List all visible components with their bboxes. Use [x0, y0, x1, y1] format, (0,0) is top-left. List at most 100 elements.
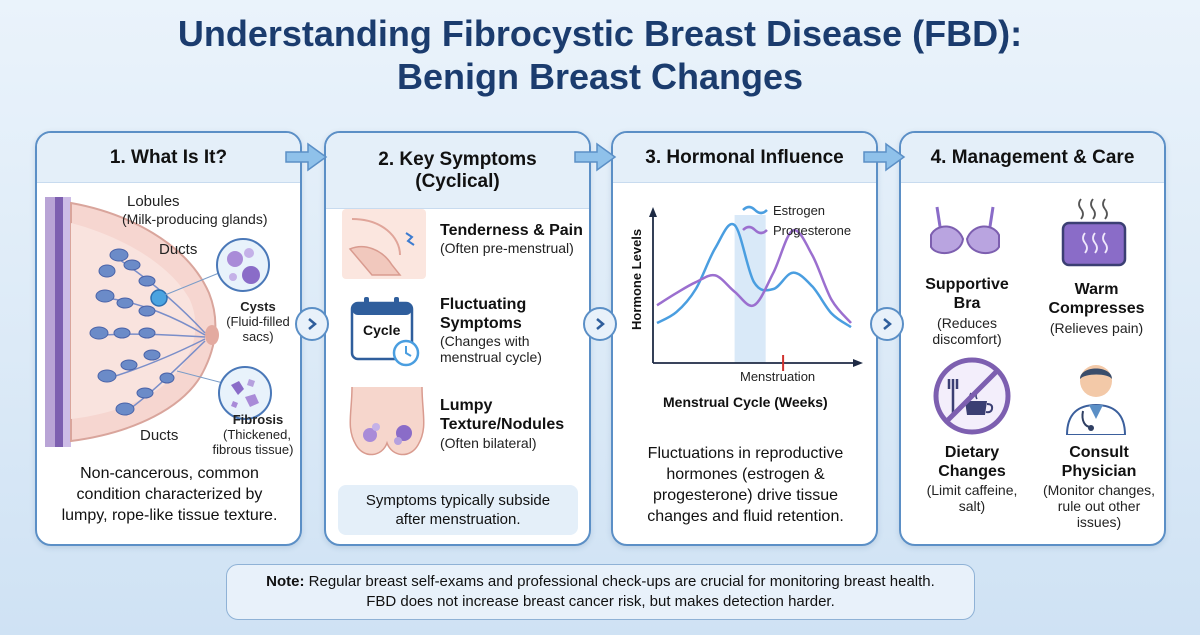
care-title: Supportive Bra [913, 275, 1021, 313]
care-title-line: Compresses [1048, 300, 1145, 317]
description-line: Non-cancerous, common [80, 465, 259, 482]
note-label: Note: [266, 573, 305, 590]
description-line: condition characterized by [76, 486, 263, 503]
care-desc-line: (Limit caffeine, [926, 482, 1018, 498]
arrow-right-icon [574, 142, 617, 172]
card-what-is-it: 1. What Is It? [35, 131, 302, 546]
care-desc-line: (Monitor changes, [1042, 482, 1156, 498]
next-chevron-button[interactable] [583, 307, 617, 341]
label-cysts-desc-2: sacs) [242, 329, 274, 344]
menstruation-annotation: Menstruation [740, 369, 815, 384]
label-ducts-top: Ducts [159, 241, 198, 258]
hormone-chart: Estrogen Progesterone Hormone Levels Men… [629, 203, 863, 410]
care-desc-line: issues) [1076, 514, 1122, 530]
heading-line: 2. Key Symptoms [378, 148, 537, 170]
care-title: Warm Compresses [1039, 280, 1154, 318]
label-fibrosis-desc-1: (Thickened, [223, 427, 291, 442]
chevron-right-icon [308, 318, 317, 330]
card-heading: 1. What Is It? [37, 133, 300, 183]
care-title-line: Dietary [944, 444, 1000, 461]
label-ducts-bottom: Ducts [140, 427, 179, 444]
legend-progesterone: Progesterone [773, 223, 851, 238]
care-title-line: Changes [938, 463, 1006, 480]
arrow-right-icon [285, 142, 328, 172]
symptom-desc: (Often bilateral) [440, 435, 537, 451]
chevron-right-icon [883, 318, 892, 330]
symptom-desc: (Changes with [440, 333, 530, 349]
estrogen-line [656, 222, 852, 329]
care-title-line: Supportive [925, 276, 1009, 293]
care-title: Dietary Changes [913, 443, 1031, 481]
symptom-title: Lumpy [440, 397, 493, 414]
breast-anatomy-illustration [45, 197, 272, 447]
care-desc: (Monitor changes, rule out other issues) [1037, 482, 1161, 530]
care-desc-line: discomfort) [932, 331, 1002, 347]
legend-estrogen: Estrogen [773, 203, 825, 218]
chevron-right-icon [596, 318, 605, 330]
care-desc-line: (Reduces [937, 315, 997, 331]
note-line-1: Regular breast self-exams and profession… [304, 573, 935, 590]
care-title-line: Bra [953, 295, 981, 312]
care-desc-line: (Relieves pain) [1049, 320, 1144, 336]
symptom-title: Tenderness & Pain [440, 222, 583, 239]
care-desc: (Relieves pain) [1039, 320, 1154, 336]
y-axis-label: Hormone Levels [629, 229, 644, 330]
label-cysts: Cysts [240, 299, 276, 314]
description-line: Fluctuations in reproductive [647, 445, 844, 462]
symptom-title: Texture/Nodules [440, 416, 565, 433]
label-lobules: Lobules [127, 193, 180, 210]
warm-compress-icon [1061, 198, 1127, 267]
care-title-line: Consult [1069, 444, 1129, 461]
card-hormonal-influence: 3. Hormonal Influence Estrogen Progester… [611, 131, 878, 546]
progesterone-line [656, 229, 852, 324]
next-chevron-button[interactable] [870, 307, 904, 341]
note-line: Symptoms typically subside [365, 492, 551, 509]
y-axis-arrow [649, 207, 657, 217]
description-line: changes and fluid retention. [647, 508, 844, 525]
calendar-icon [350, 297, 420, 367]
arrow-right-icon [863, 142, 906, 172]
care-title-line: Physician [1061, 463, 1137, 480]
heading-line: (Cyclical) [415, 170, 500, 192]
title-line-1: Understanding Fibrocystic Breast Disease… [177, 13, 1023, 54]
note-box: Note: Regular breast self-exams and prof… [226, 564, 975, 620]
card3-description: Fluctuations in reproductive hormones (e… [619, 443, 872, 527]
legend-progesterone-swatch [742, 225, 768, 235]
note-line: after menstruation. [395, 511, 521, 528]
symptom-desc: (Often pre-menstrual) [440, 240, 574, 256]
card-heading: 3. Hormonal Influence [613, 133, 876, 183]
label-lobules-desc: (Milk-producing glands) [122, 211, 268, 227]
description-line: hormones (estrogen & [666, 466, 825, 483]
card-heading: 2. Key Symptoms (Cyclical) [326, 133, 589, 209]
care-title-line: Warm [1074, 281, 1119, 298]
description-line: lumpy, rope-like tissue texture. [61, 507, 278, 524]
physician-icon [1065, 365, 1127, 435]
care-desc-line: salt) [958, 498, 986, 514]
label-fibrosis: Fibrosis [232, 412, 284, 427]
x-axis-label: Menstrual Cycle (Weeks) [663, 394, 828, 410]
care-title: Consult Physician [1037, 443, 1161, 481]
card1-description: Non-cancerous, common condition characte… [43, 463, 296, 526]
symptoms-subside-note: Symptoms typically subside after menstru… [338, 485, 578, 535]
title-line-2: Benign Breast Changes [396, 56, 804, 97]
label-fibrosis-desc-2: fibrous tissue) [212, 442, 294, 457]
lumpy-texture-icon [349, 386, 425, 456]
card-management-care: 4. Management & Care Supportive Bra (Red… [899, 131, 1166, 546]
x-axis-arrow [853, 359, 863, 367]
bra-icon [930, 206, 1000, 255]
next-chevron-button[interactable] [295, 307, 329, 341]
care-desc: (Reduces discomfort) [913, 315, 1021, 347]
label-cysts-desc-1: (Fluid-filled [226, 314, 290, 329]
card-heading: 4. Management & Care [901, 133, 1164, 183]
tenderness-icon [342, 209, 426, 279]
description-line: progesterone) drive tissue [653, 487, 838, 504]
legend-estrogen-swatch [742, 205, 768, 215]
symptom-title: Symptoms [440, 315, 522, 332]
no-caffeine-icon [933, 357, 1011, 435]
symptom-desc: menstrual cycle) [440, 349, 542, 365]
care-desc: (Limit caffeine, salt) [913, 482, 1031, 514]
calendar-label: Cycle [363, 322, 401, 338]
symptom-title: Fluctuating [440, 296, 527, 313]
card-key-symptoms: 2. Key Symptoms (Cyclical) Tenderness & … [324, 131, 591, 546]
note-line-2: FBD does not increase breast cancer risk… [366, 593, 835, 610]
